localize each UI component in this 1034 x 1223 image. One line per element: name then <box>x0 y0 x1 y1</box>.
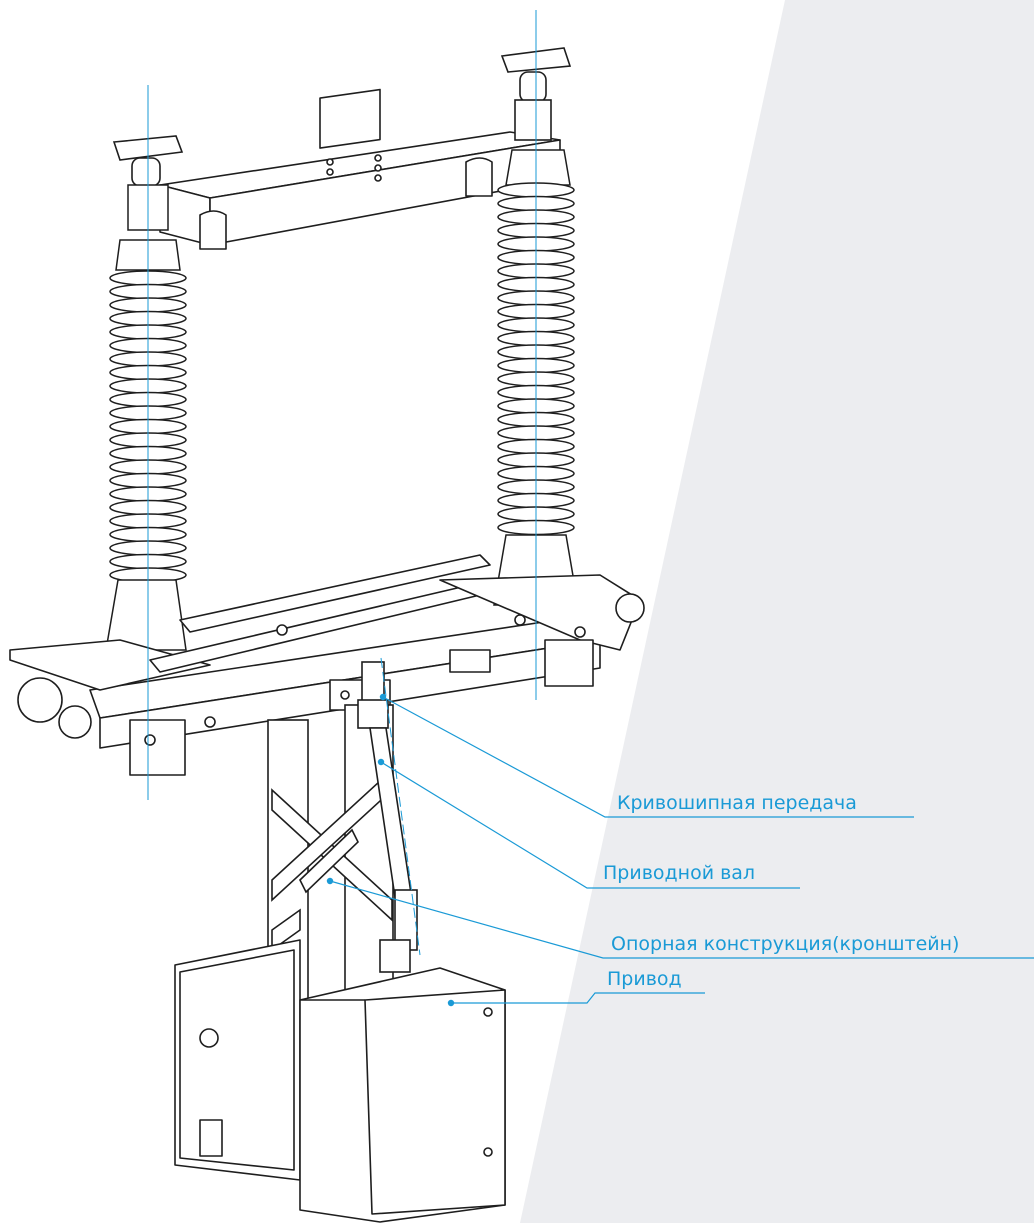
leader-support <box>329 880 1034 959</box>
left-insulator <box>105 184 187 651</box>
dot-drive <box>447 999 455 1007</box>
drive-cabinets <box>174 939 506 1223</box>
dot-shaft <box>377 758 385 766</box>
drive-shaft <box>357 661 418 973</box>
label-crank-transmission: Кривошипная передача <box>617 792 857 814</box>
leader-dots <box>326 693 455 1007</box>
leader-shaft <box>380 761 800 889</box>
leader-drive <box>451 992 705 1004</box>
dot-crank <box>379 693 387 701</box>
top-busbar-beam <box>159 88 561 250</box>
leader-crank <box>382 696 914 818</box>
dot-support <box>326 877 334 885</box>
leader-lines <box>329 696 1034 1004</box>
label-support-structure: Опорная конструкция(кронштейн) <box>611 933 960 955</box>
label-drive-shaft: Приводной вал <box>603 862 756 884</box>
center-axis-lines <box>147 10 537 956</box>
background-panel <box>520 0 1034 1223</box>
label-drive: Привод <box>607 968 682 990</box>
base-frame <box>9 554 645 776</box>
